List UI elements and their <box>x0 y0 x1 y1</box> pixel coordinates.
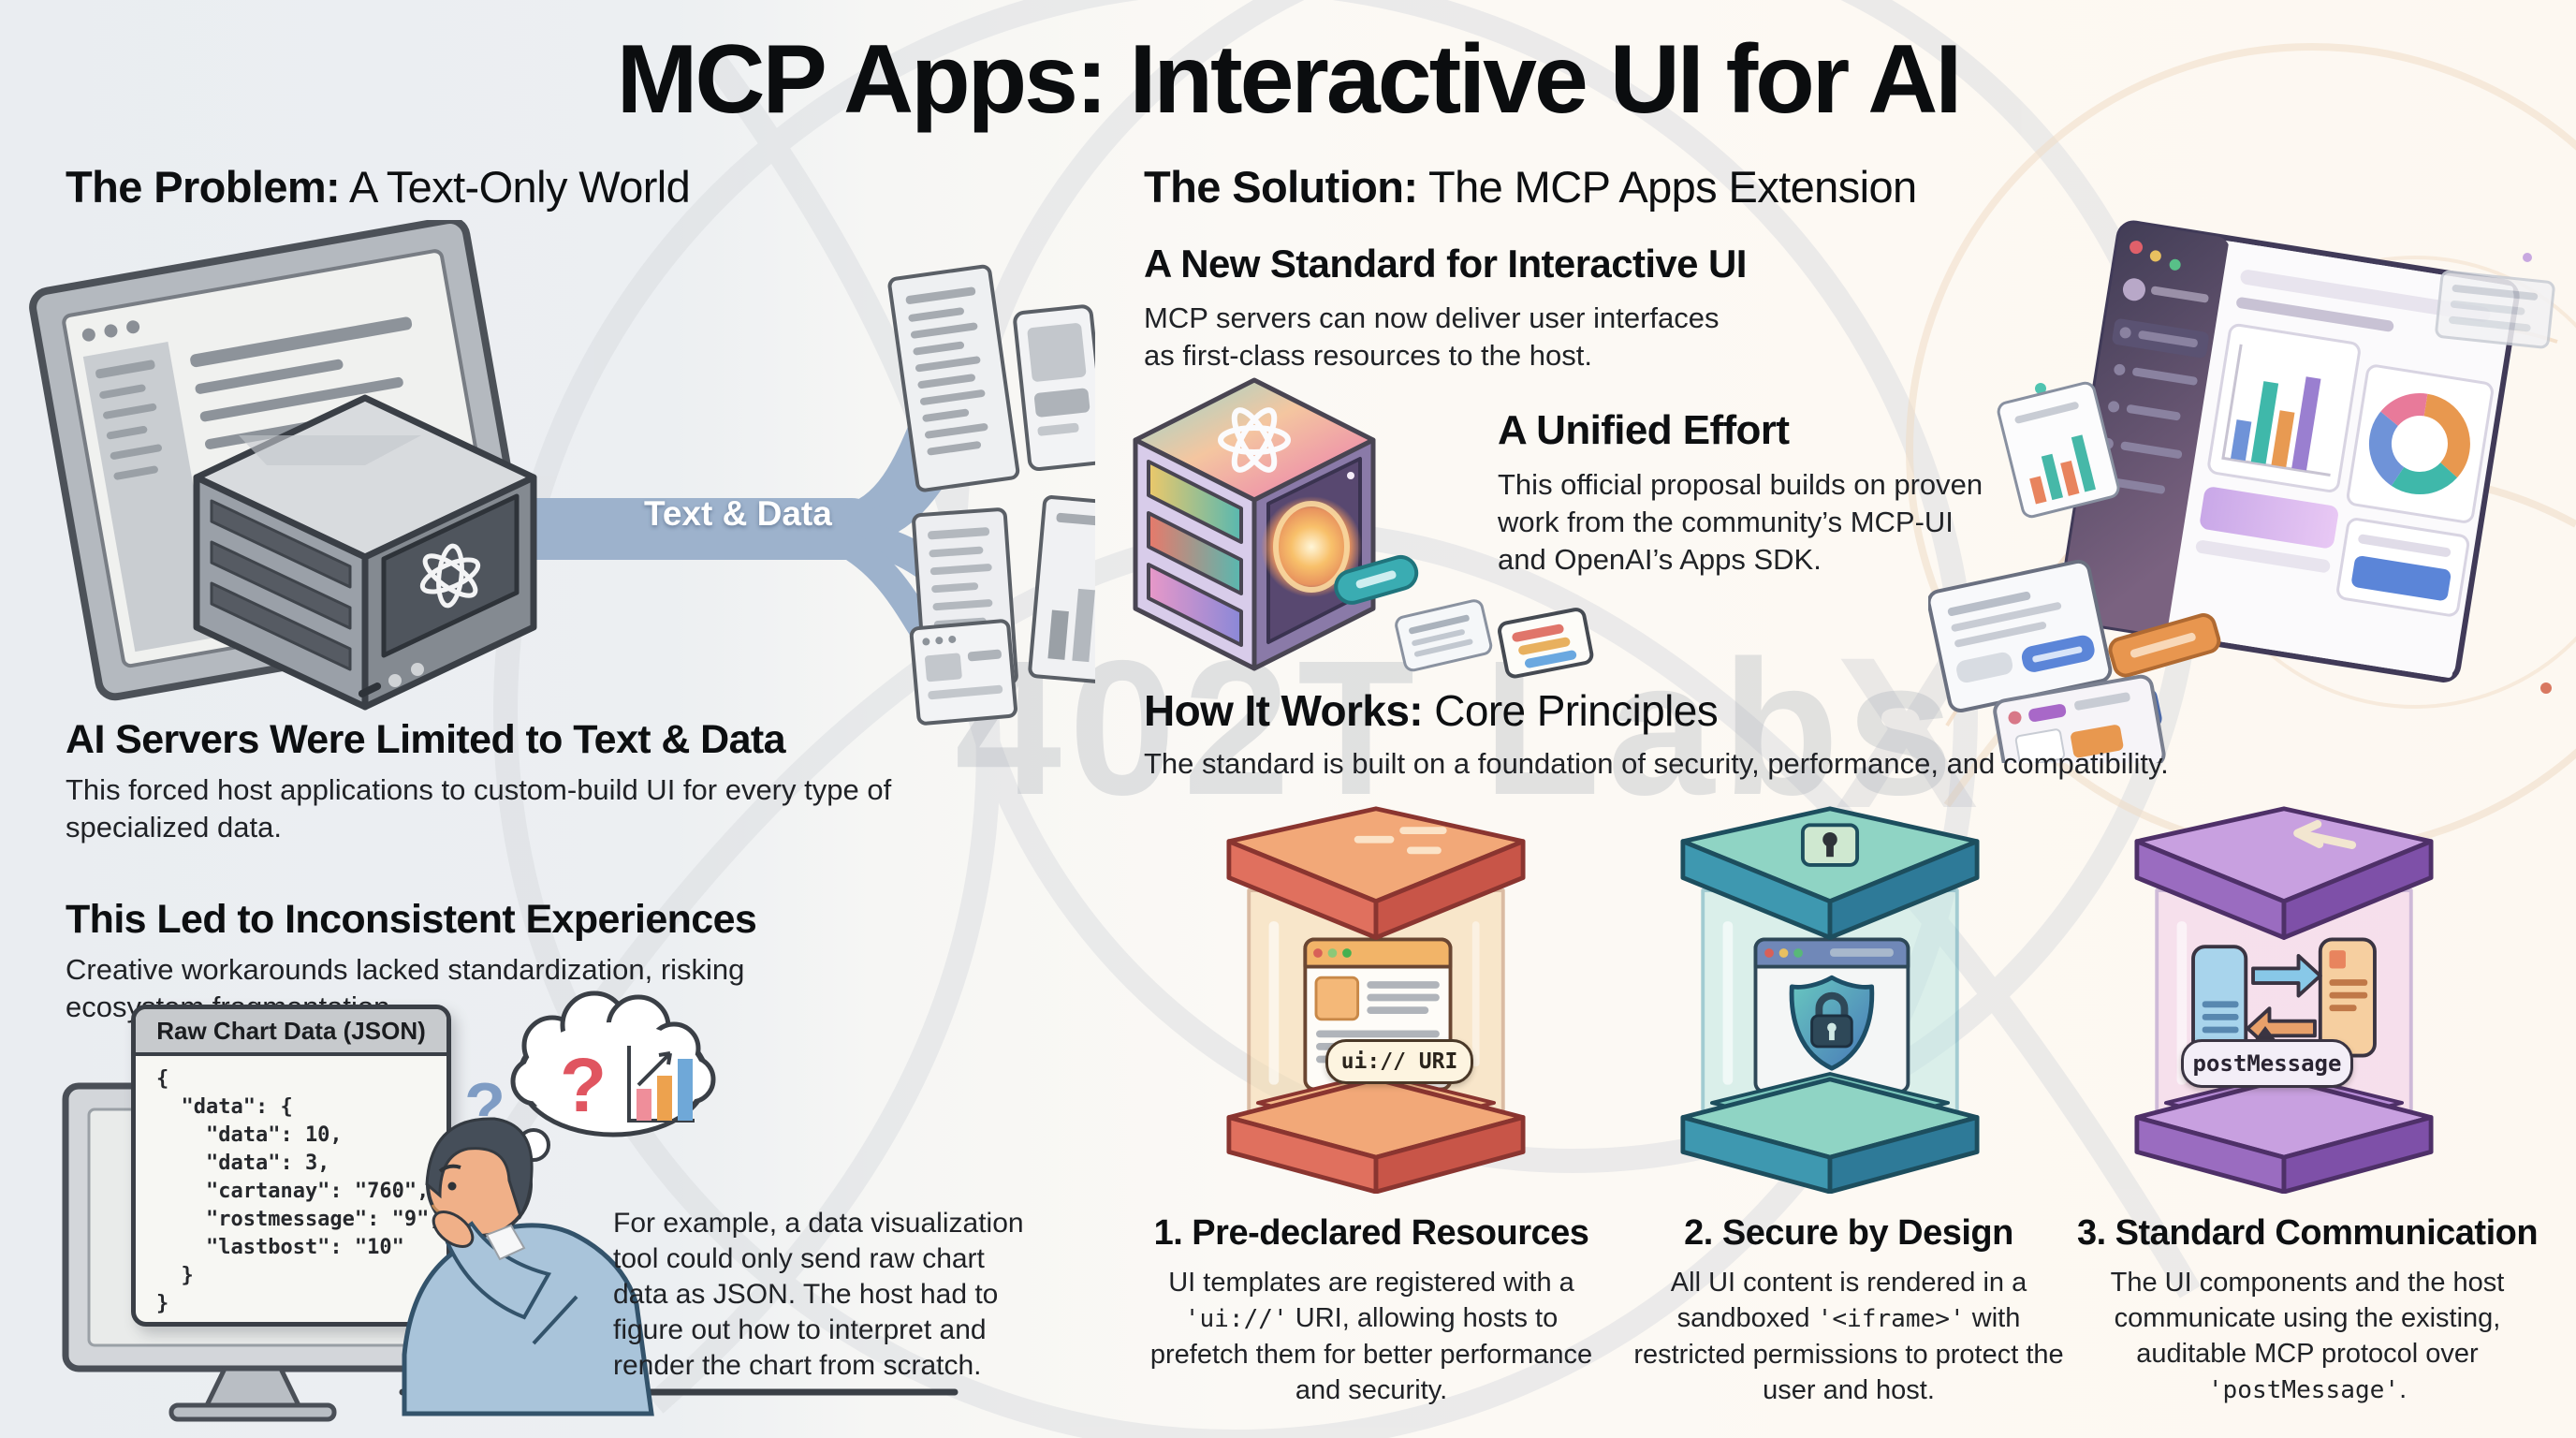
standard-body: MCP servers can now deliver user interfa… <box>1144 301 1720 372</box>
how-heading-rest: Core Principles <box>1423 686 1719 735</box>
pillar3-body: The UI components and the host communica… <box>2110 1268 2505 1404</box>
problem-heading-rest: A Text-Only World <box>340 162 691 212</box>
json-code: { "data": { "data": 10, "data": 3, "cart… <box>156 1067 442 1315</box>
mini-bar-chart-icon <box>627 1046 695 1123</box>
glow-orb-icon <box>1261 496 1362 597</box>
pillar2-title: 2. Secure by Design <box>1684 1213 2013 1253</box>
thinking-person-icon <box>402 1117 654 1416</box>
pillar1-title: 1. Pre-declared Resources <box>1153 1213 1589 1253</box>
solution-heading: The Solution: The MCP Apps Extension <box>1144 161 1917 213</box>
standard-title: A New Standard for Interactive UI <box>1144 242 1747 286</box>
problem-point1-body: This forced host applications to custom-… <box>66 773 892 844</box>
pillar1-case-icon <box>1226 806 1526 1194</box>
floating-mini-cards <box>1928 270 2555 763</box>
keyhole-icon <box>1800 823 1860 867</box>
pillar2-case-icon <box>1680 806 1980 1194</box>
host-app-illustration <box>1928 220 2576 763</box>
dashboard-window-icon <box>2057 220 2520 682</box>
uri-badge: ui:// URI <box>1325 1039 1473 1084</box>
wireframe-cards <box>887 264 1095 726</box>
pipe-label: Text & Data <box>644 494 832 533</box>
red-question-mark-icon: ? <box>560 1043 607 1128</box>
raw-chart-data-window: Raw Chart Data (JSON) { "data": { "data"… <box>131 1005 451 1327</box>
problem-heading-bold: The Problem: <box>66 162 341 212</box>
sandbox-window-icon <box>1753 937 1910 1094</box>
openai-logo-icon <box>419 543 481 609</box>
mcp-cube-illustration <box>1133 377 1594 679</box>
unified-title: A Unified Effort <box>1498 407 1790 453</box>
bar-chart-card-icon <box>2207 323 2361 492</box>
how-subtitle: The standard is built on a foundation of… <box>1144 747 2169 780</box>
openai-logo-icon <box>1218 407 1291 473</box>
ai-server-cube-icon <box>193 394 537 711</box>
problem-point2-title: This Led to Inconsistent Experiences <box>66 897 757 942</box>
badge-tail <box>2254 1026 2276 1041</box>
postmessage-badge: postMessage <box>2181 1039 2353 1088</box>
json-window-title: Raw Chart Data (JSON) <box>136 1009 446 1056</box>
pillar1-body: UI templates are registered with a 'ui:/… <box>1149 1268 1593 1405</box>
how-heading: How It Works: Core Principles <box>1144 685 1719 736</box>
donut-chart-card-icon <box>2346 364 2494 523</box>
text-only-illustration <box>29 220 1095 726</box>
solution-heading-bold: The Solution: <box>1144 162 1418 212</box>
shield-lock-icon <box>1789 975 1875 1071</box>
form-card-icon <box>2336 518 2470 617</box>
floating-ui-chips <box>1334 554 1594 679</box>
how-heading-bold: How It Works: <box>1144 686 1424 735</box>
person-illustration: ? ? <box>399 990 959 1416</box>
problem-point1-title: AI Servers Were Limited to Text & Data <box>66 717 786 762</box>
rainbow-cube-icon <box>1133 377 1376 671</box>
example-caption: For example, a data visualization tool c… <box>613 1208 1024 1381</box>
page-title: MCP Apps: Interactive UI for AI <box>616 25 1963 134</box>
pillar2-body: All UI content is rendered in a sandboxe… <box>1633 1268 2064 1405</box>
pillar3-title: 3. Standard Communication <box>2076 1213 2539 1253</box>
pillar3-case-icon <box>2134 806 2434 1194</box>
unified-body: This official proposal builds on proven … <box>1498 468 1983 576</box>
solution-heading-rest: The MCP Apps Extension <box>1417 162 1917 212</box>
problem-heading: The Problem: A Text-Only World <box>66 161 691 213</box>
